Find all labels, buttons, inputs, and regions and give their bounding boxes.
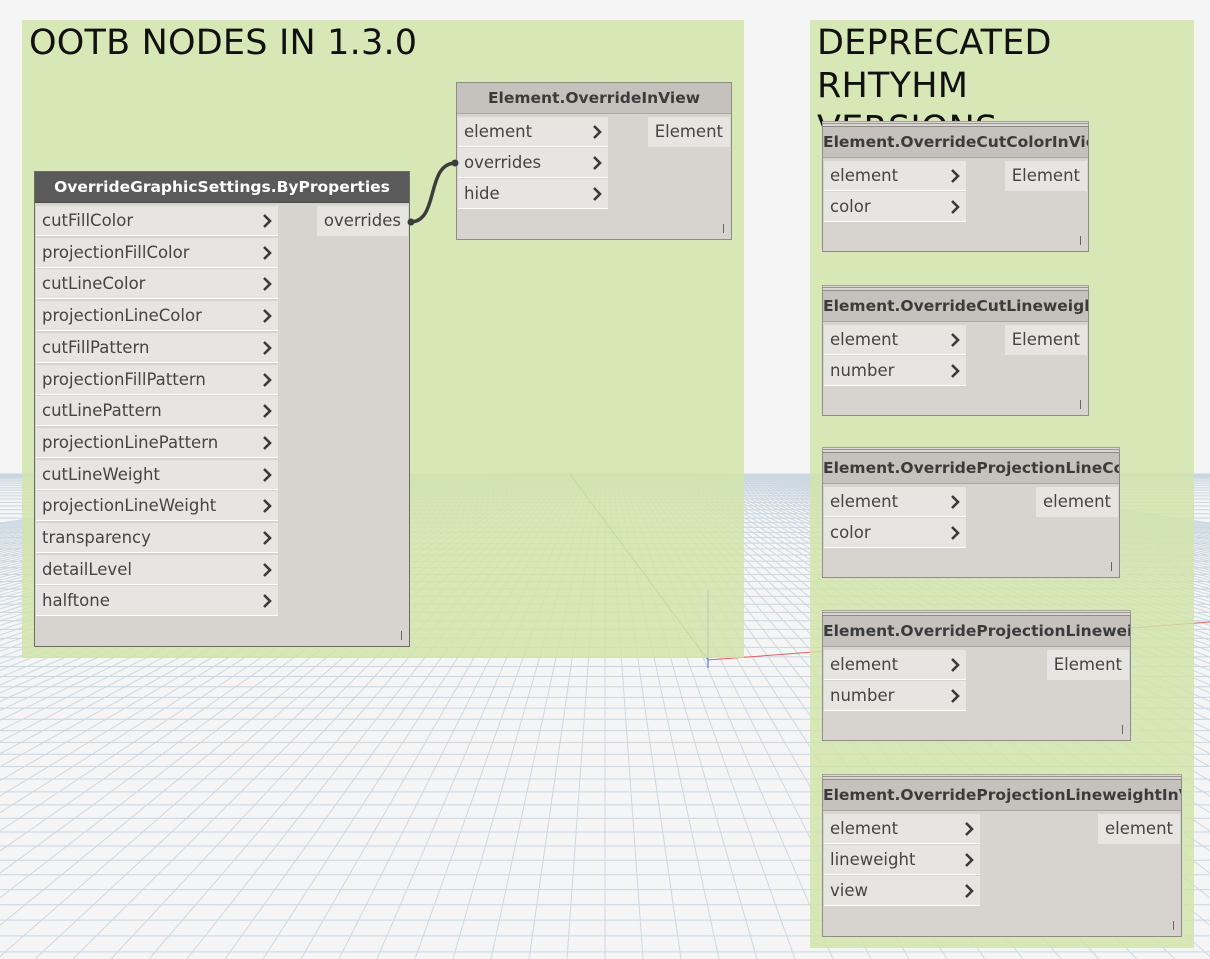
node-override-graphic-settings-by-properties[interactable]: OverrideGraphicSettings.ByProperties cut… [34,171,410,647]
input-port-detail-level[interactable]: detailLevel [36,554,278,585]
input-port-projection-fill-color[interactable]: projectionFillColor [36,237,278,268]
input-port-number[interactable]: number [824,681,966,711]
output-port-element[interactable]: Element [1046,650,1129,680]
chevron-right-icon [593,156,602,170]
chevron-right-icon [951,495,960,509]
output-port-element[interactable]: element [1035,487,1118,517]
node-title: OverrideGraphicSettings.ByProperties [35,172,409,203]
chevron-right-icon [263,531,272,545]
input-port-halftone[interactable]: halftone [36,586,278,617]
input-port-hide[interactable]: hide [458,179,608,209]
chevron-right-icon [263,245,272,260]
input-port-projection-line-weight[interactable]: projectionLineWeight [36,491,278,522]
node-resize-handle[interactable] [401,631,402,640]
input-port-view[interactable]: view [824,876,980,906]
chevron-right-icon [965,884,974,898]
input-port-element[interactable]: element [824,814,980,844]
chevron-right-icon [263,594,272,609]
chevron-right-icon [263,277,272,292]
output-port-overrides[interactable]: overrides [316,206,408,236]
node-resize-handle[interactable] [1111,562,1112,571]
node-title: Element.OverrideProjectionLineColor [823,453,1119,484]
node-title: Element.OverrideCutColorInView [823,127,1088,158]
chevron-right-icon [965,853,974,867]
input-port-element[interactable]: element [824,325,966,355]
node-title: Element.OverrideProjectionLineweightInVi… [823,780,1181,811]
output-port-element[interactable]: Element [1004,325,1087,355]
node-element-override-projection-lineweight-in-view[interactable]: Element.OverrideProjectionLineweightInVi… [822,779,1182,937]
chevron-right-icon [965,822,974,836]
output-port-element[interactable]: element [1097,814,1180,844]
input-port-cut-line-pattern[interactable]: cutLinePattern [36,396,278,427]
node-element-override-in-view[interactable]: Element.OverrideInView element overrides… [456,82,732,240]
input-port-element[interactable]: element [824,650,966,680]
chevron-right-icon [263,372,272,387]
output-port-element[interactable]: Element [1004,161,1087,191]
node-resize-handle[interactable] [723,224,724,233]
input-port-overrides[interactable]: overrides [458,148,608,178]
input-port-element[interactable]: element [824,161,966,191]
chevron-right-icon [263,467,272,482]
chevron-right-icon [951,200,960,214]
input-port-projection-line-color[interactable]: projectionLineColor [36,301,278,332]
chevron-right-icon [951,526,960,540]
input-port-cut-fill-pattern[interactable]: cutFillPattern [36,332,278,363]
group-title-ootb: OOTB NODES IN 1.3.0 [29,23,418,63]
input-port-element[interactable]: element [824,487,966,517]
chevron-right-icon [263,435,272,450]
chevron-right-icon [263,499,272,514]
input-port-color[interactable]: color [824,192,966,222]
input-port-lineweight[interactable]: lineweight [824,845,980,875]
chevron-right-icon [263,309,272,324]
node-title: Element.OverrideCutLineweight [823,291,1088,322]
chevron-right-icon [263,214,272,228]
chevron-right-icon [263,404,272,419]
input-port-projection-line-pattern[interactable]: projectionLinePattern [36,427,278,458]
chevron-right-icon [593,125,602,139]
output-port-element[interactable]: Element [647,117,730,147]
chevron-right-icon [593,187,602,201]
node-title: Element.OverrideProjectionLineweight [823,616,1130,647]
input-port-cut-fill-color[interactable]: cutFillColor [36,206,278,236]
node-element-override-projection-line-color[interactable]: Element.OverrideProjectionLineColor elem… [822,452,1120,578]
input-port-cut-line-color[interactable]: cutLineColor [36,269,278,300]
input-port-color[interactable]: color [824,518,966,548]
input-port-element[interactable]: element [458,117,608,147]
chevron-right-icon [951,333,960,347]
input-port-transparency[interactable]: transparency [36,523,278,553]
chevron-right-icon [951,364,960,378]
chevron-right-icon [951,689,960,703]
node-resize-handle[interactable] [1122,725,1123,734]
node-element-override-cut-color-in-view[interactable]: Element.OverrideCutColorInView element c… [822,126,1089,252]
chevron-right-icon [951,169,960,183]
node-resize-handle[interactable] [1173,921,1174,930]
node-resize-handle[interactable] [1080,400,1081,409]
node-title: Element.OverrideInView [457,83,731,114]
chevron-right-icon [951,658,960,672]
node-element-override-cut-lineweight[interactable]: Element.OverrideCutLineweight element nu… [822,290,1089,416]
chevron-right-icon [263,562,272,577]
chevron-right-icon [263,340,272,355]
input-port-projection-fill-pattern[interactable]: projectionFillPattern [36,364,278,395]
input-port-cut-line-weight[interactable]: cutLineWeight [36,459,278,490]
input-port-number[interactable]: number [824,356,966,386]
node-element-override-projection-lineweight[interactable]: Element.OverrideProjectionLineweight ele… [822,615,1131,741]
node-resize-handle[interactable] [1080,236,1081,245]
